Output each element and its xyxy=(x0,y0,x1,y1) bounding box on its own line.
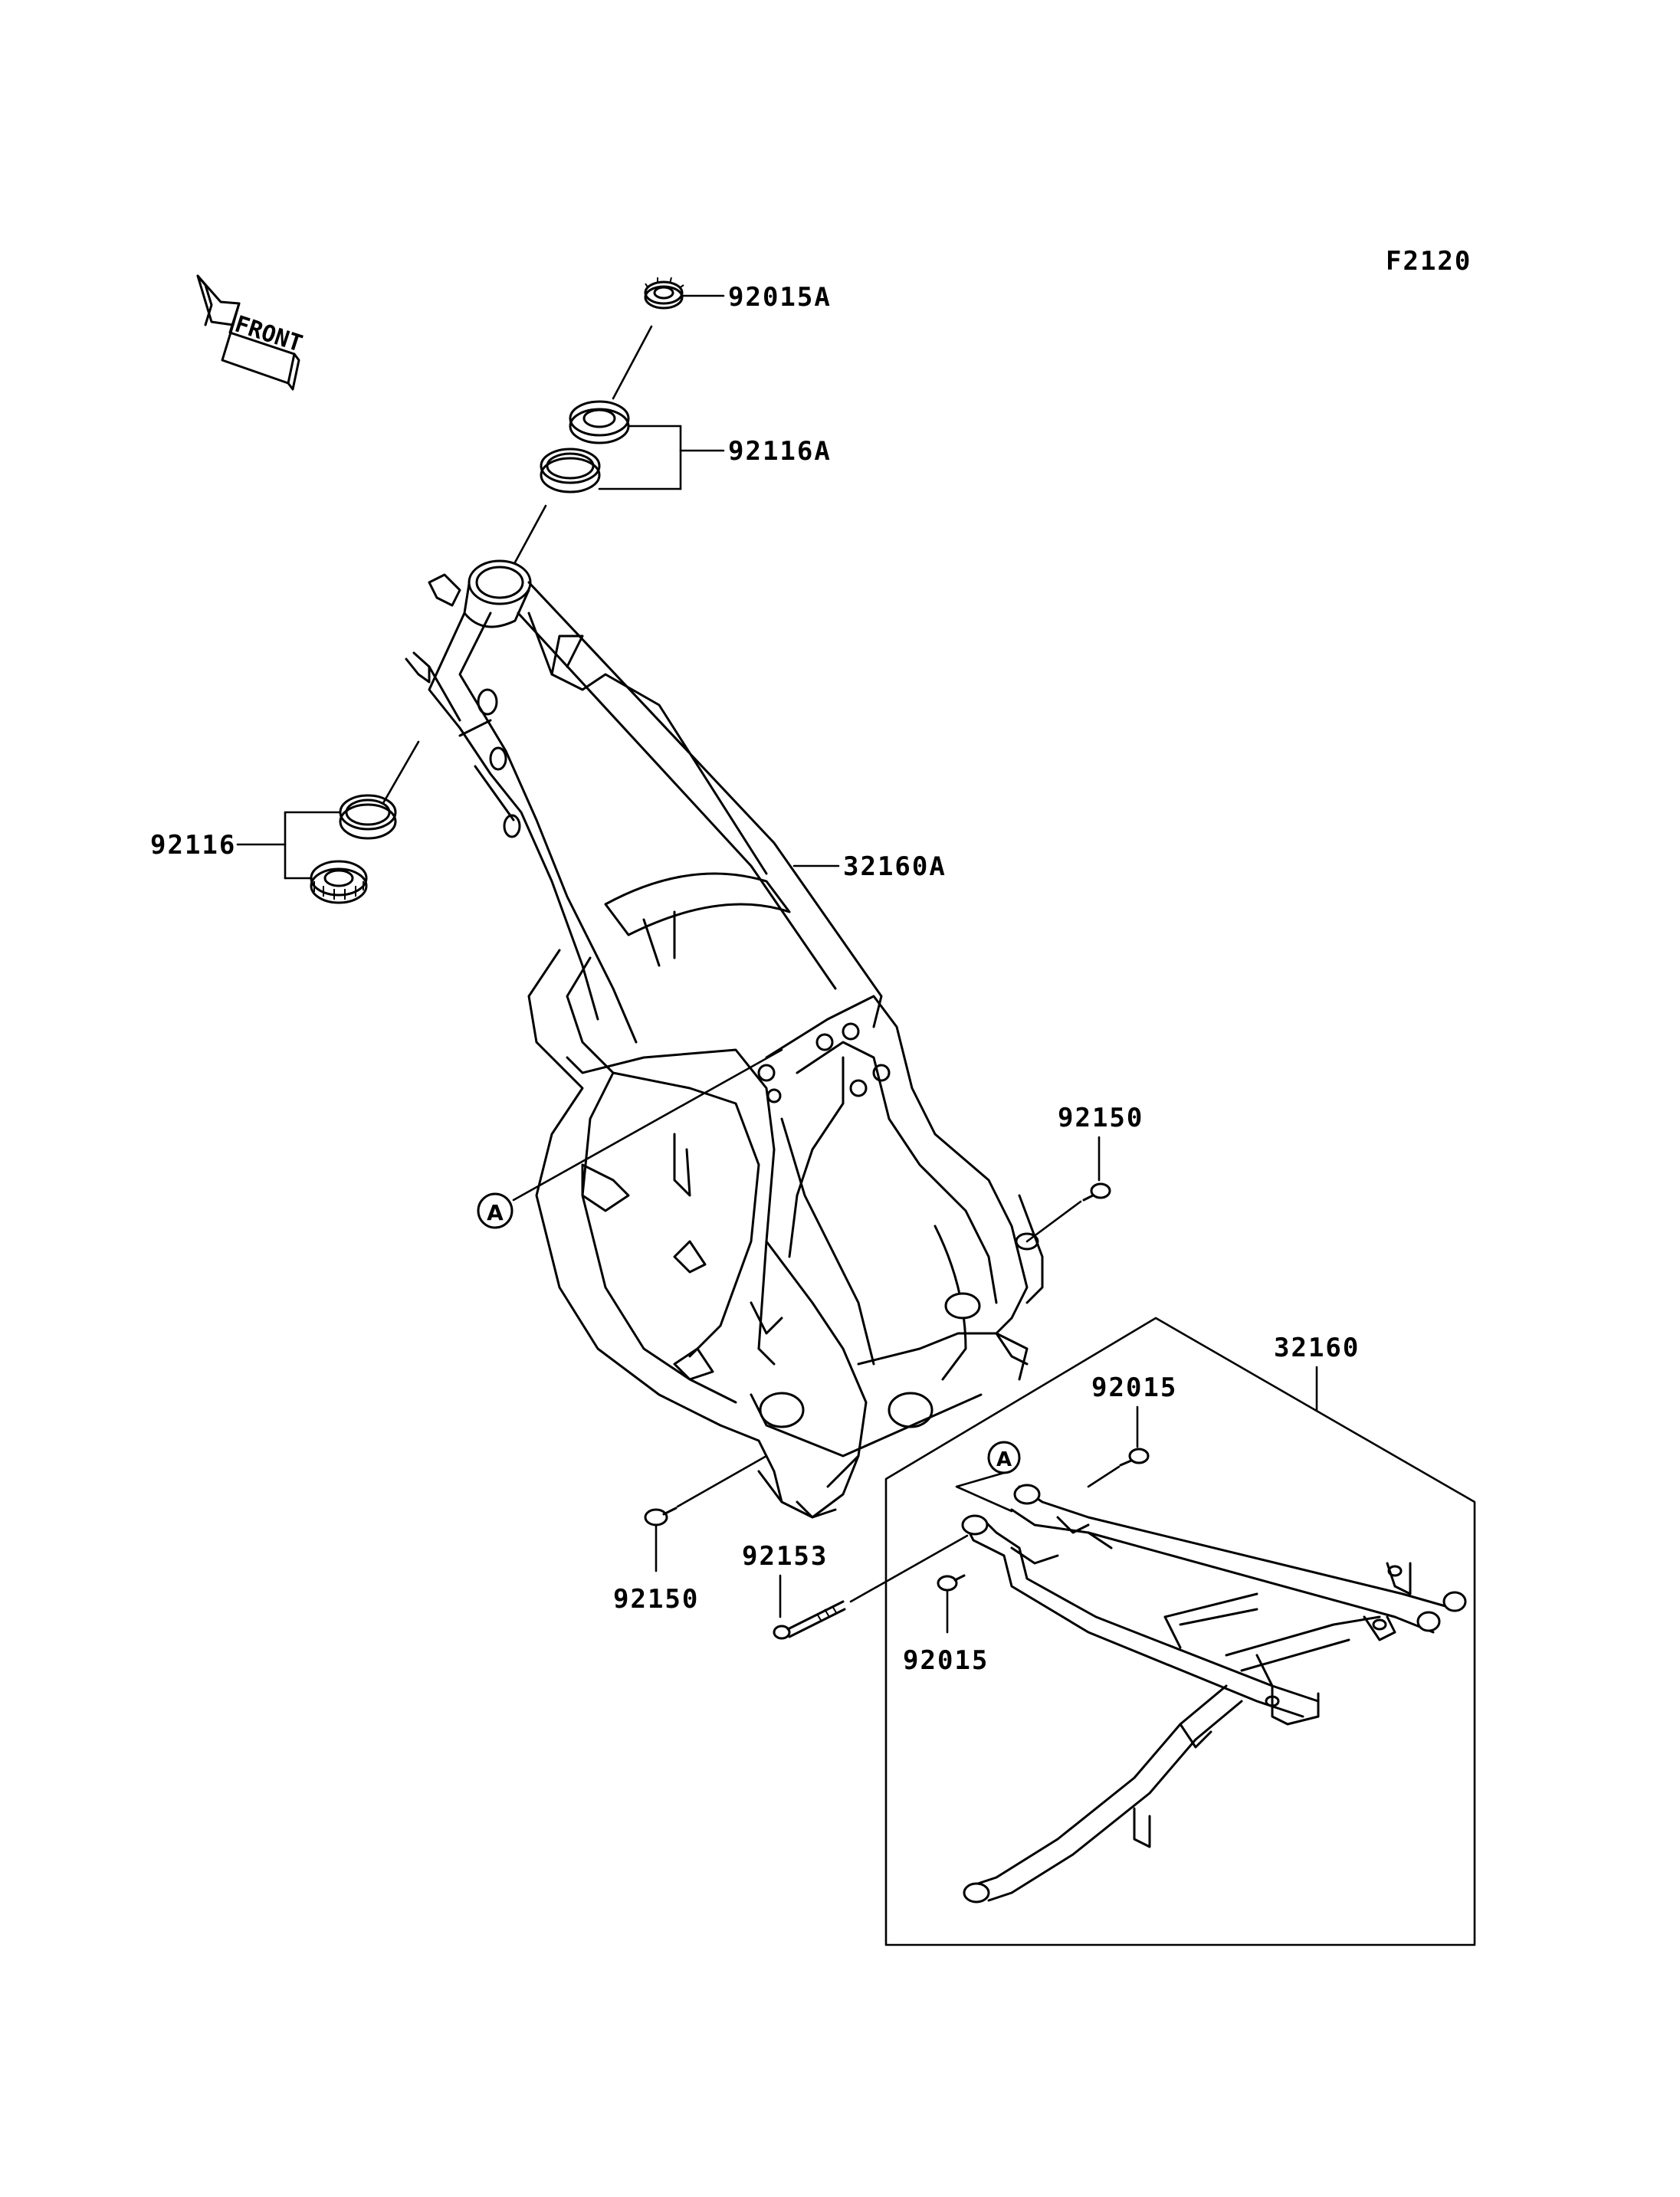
assembly-line xyxy=(612,325,653,400)
part-label: 92116 xyxy=(150,830,236,861)
callout-a-subframe: A xyxy=(987,1441,1021,1474)
callout-label: A xyxy=(487,1200,504,1225)
callout-a-frame: A xyxy=(477,1192,514,1229)
part-label: 92015 xyxy=(1091,1372,1177,1403)
assembly-line xyxy=(676,1454,768,1508)
assembly-line xyxy=(849,1534,969,1603)
upper-bearing xyxy=(569,400,630,444)
upper-bearing-race xyxy=(540,448,601,494)
lower-bearing xyxy=(310,860,368,904)
part-label: 92015A xyxy=(728,282,832,313)
part-label: 92150 xyxy=(1058,1103,1144,1133)
bolt-92015-upper xyxy=(1119,1448,1150,1467)
reference-line xyxy=(955,1471,1013,1513)
main-frame xyxy=(405,559,1044,1519)
figure-code: F2120 xyxy=(1386,246,1472,277)
part-label: 92153 xyxy=(742,1541,828,1572)
part-label: 32160A xyxy=(843,851,947,882)
bolt-92150-lower xyxy=(644,1507,678,1526)
part-label: 32160 xyxy=(1274,1333,1360,1363)
front-arrow-icon: FRONT xyxy=(196,274,306,391)
assembly-line xyxy=(1025,1200,1082,1243)
reference-line xyxy=(512,1048,783,1202)
part-label: 92116A xyxy=(728,436,832,467)
assembly-line xyxy=(1087,1465,1121,1488)
subframe xyxy=(961,1484,1467,1904)
bolt-92150-upper xyxy=(1082,1182,1111,1202)
steering-stem-nut xyxy=(644,277,684,310)
part-label: 92150 xyxy=(613,1584,699,1615)
part-label: 92015 xyxy=(903,1645,989,1676)
assembly-line xyxy=(382,740,420,805)
subframe-box xyxy=(884,1317,1476,1946)
bolt-92015-lower xyxy=(937,1574,966,1592)
callout-label: A xyxy=(996,1448,1012,1471)
lower-bearing-race xyxy=(339,794,397,840)
bolt-92153 xyxy=(773,1600,846,1640)
